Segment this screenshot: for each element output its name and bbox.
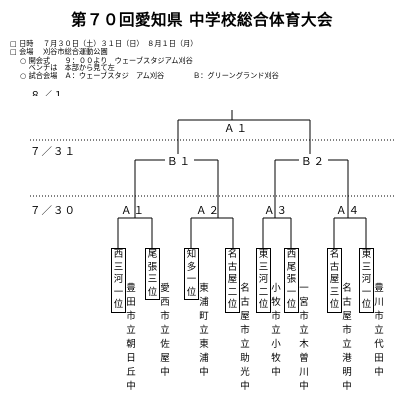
info-match-venue-line: ○ 試合会場 Ａ：ウェーブスタジ アム刈谷 Ｂ：グリーングランド刈谷 xyxy=(20,72,279,80)
match-a3-label: Ａ３ xyxy=(264,205,289,217)
date-text: 日時 ７月３０日（土）３１日（日） ８月１日（月） xyxy=(19,39,198,48)
bench-text: ベンチは 本部から見て左 xyxy=(28,63,115,72)
match-b2-label: Ｂ２ xyxy=(299,154,328,169)
info-opening-line: ○ 開会式 ９：００より ウェーブスタジアム刈谷 xyxy=(20,57,193,65)
info-venue-line: □ 会場 刈谷市総合運動公園 xyxy=(10,48,108,56)
page-title: 第７０回愛知県 中学校総合体育大会 xyxy=(71,11,333,29)
info-bench-line: ○ ベンチは 本部から見て左 xyxy=(20,64,115,72)
team-rank-label: 名古屋二位 xyxy=(225,248,240,313)
circle-bullet-icon: ○ xyxy=(20,71,27,80)
team-rank-label: 名古屋三位 xyxy=(327,248,342,313)
match-a1-label: Ａ１ xyxy=(121,205,146,217)
match-a4-label: Ａ４ xyxy=(336,205,361,217)
team-rank-label: 東三河二位 xyxy=(256,248,271,313)
date-aug-1-label: ８／１ xyxy=(30,90,65,96)
match-venue-text: 試合会場 Ａ：ウェーブスタジ アム刈谷 Ｂ：グリーングランド刈谷 xyxy=(28,71,279,80)
opening-text: 開会式 ９：００より ウェーブスタジアム刈谷 xyxy=(28,56,193,65)
team-school-label: 豊川市立代田中 xyxy=(374,283,384,378)
team-rank-label: 西三河一位 xyxy=(111,248,126,313)
team-school-label: 豊田市立朝日丘中 xyxy=(126,283,136,392)
venue-text: 会場 刈谷市総合運動公園 xyxy=(19,47,108,56)
team-rank-label: 知多一位 xyxy=(184,248,199,300)
match-a2-label: Ａ２ xyxy=(196,205,221,217)
team-school-label: 小牧市立小牧中 xyxy=(271,283,281,378)
team-school-label: 一宮市立木曽川中 xyxy=(299,283,309,392)
team-school-label: 名古屋市立助光中 xyxy=(240,283,250,392)
team-school-label: 名古屋市立港明中 xyxy=(342,283,352,392)
team-rank-label: 東三河一位 xyxy=(359,248,374,313)
square-bullet-icon: □ xyxy=(10,47,17,56)
circle-bullet-icon: ○ xyxy=(20,56,27,65)
final-match-label: Ａ１ xyxy=(224,123,249,135)
team-school-label: 愛西市立佐屋中 xyxy=(160,283,170,378)
info-date-line: □ 日時 ７月３０日（土）３１日（日） ８月１日（月） xyxy=(10,40,197,48)
date-jul-31-label: ７／３１ xyxy=(30,146,76,158)
team-school-label: 東浦町立東浦中 xyxy=(199,283,209,378)
match-b1-label: Ｂ１ xyxy=(165,154,194,169)
date-jul-30-label: ７／３０ xyxy=(30,205,76,217)
team-rank-label: 西尾張一位 xyxy=(284,248,299,313)
team-rank-label: 尾張三位 xyxy=(145,248,160,300)
square-bullet-icon: □ xyxy=(10,39,17,48)
